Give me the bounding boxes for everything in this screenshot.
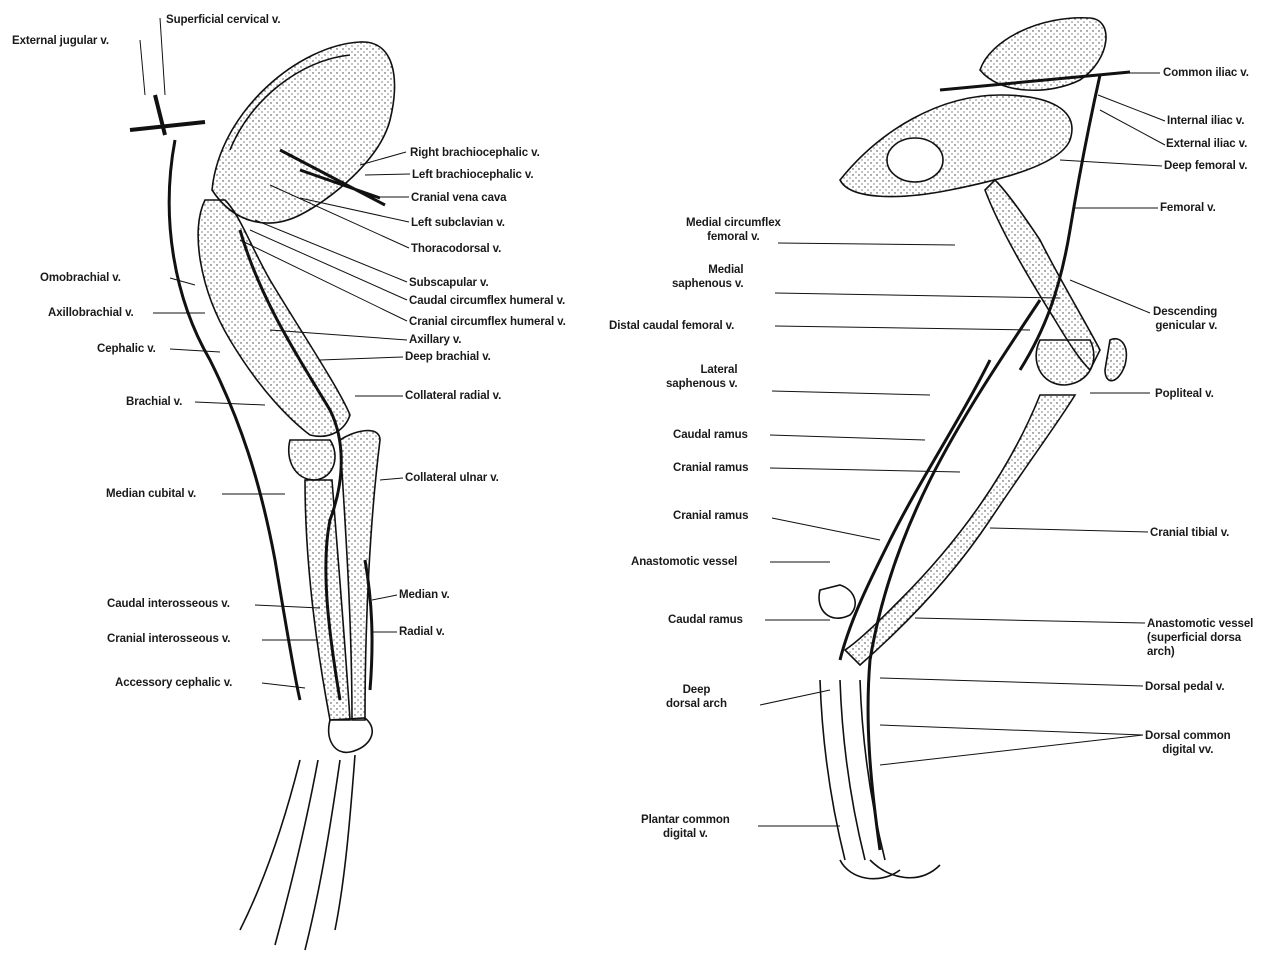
hindlimb-drawing xyxy=(819,18,1130,879)
label-caudal-circumflex-humeral-v: Caudal circumflex humeral v. xyxy=(409,294,565,308)
label-accessory-cephalic-v: Accessory cephalic v. xyxy=(115,676,232,690)
label-common-iliac-v: Common iliac v. xyxy=(1163,66,1249,80)
label-medial-circumflex-femoral-v: Medial circumflex femoral v. xyxy=(686,216,781,244)
label-cranial-tibial-v: Cranial tibial v. xyxy=(1150,526,1229,540)
label-medial-saphenous-v: Medial saphenous v. xyxy=(672,263,743,291)
label-axillary-v: Axillary v. xyxy=(409,333,461,347)
label-deep-brachial-v: Deep brachial v. xyxy=(405,350,491,364)
label-median-v: Median v. xyxy=(399,588,450,602)
label-caudal-ramus-upper: Caudal ramus xyxy=(673,428,748,442)
tibia xyxy=(845,395,1075,665)
carpus xyxy=(329,718,373,752)
label-popliteal-v: Popliteal v. xyxy=(1155,387,1214,401)
label-plantar-common-digital-v: Plantar common digital v. xyxy=(641,813,730,841)
humerus xyxy=(198,200,350,436)
label-subscapular-v: Subscapular v. xyxy=(409,276,489,290)
label-deep-dorsal-arch: Deep dorsal arch xyxy=(666,683,727,711)
label-left-subclavian-v: Left subclavian v. xyxy=(411,216,505,230)
metatarsus xyxy=(820,680,885,860)
label-caudal-interosseous-v: Caudal interosseous v. xyxy=(107,597,230,611)
label-cranial-ramus-lower: Cranial ramus xyxy=(673,509,748,523)
calcaneus xyxy=(819,585,855,618)
label-omobrachial-v: Omobrachial v. xyxy=(40,271,121,285)
label-right-brachiocephalic-v: Right brachiocephalic v. xyxy=(410,146,540,160)
pelvis xyxy=(840,95,1072,197)
obturator-foramen xyxy=(887,138,943,182)
label-cephalic-v: Cephalic v. xyxy=(97,342,156,356)
label-superficial-cervical-v: Superficial cervical v. xyxy=(166,13,280,27)
hindpaw xyxy=(840,860,940,879)
label-left-brachiocephalic-v: Left brachiocephalic v. xyxy=(412,168,533,182)
label-brachial-v: Brachial v. xyxy=(126,395,182,409)
label-collateral-radial-v: Collateral radial v. xyxy=(405,389,501,403)
medial-saphenous-vein xyxy=(868,300,1040,850)
stifle xyxy=(1036,340,1094,385)
label-lateral-saphenous-v: Lateral saphenous v. xyxy=(666,363,737,391)
label-cranial-interosseous-v: Cranial interosseous v. xyxy=(107,632,230,646)
patella xyxy=(1105,339,1126,381)
label-cranial-ramus-upper: Cranial ramus xyxy=(673,461,748,475)
olecranon xyxy=(289,440,335,480)
label-radial-v: Radial v. xyxy=(399,625,445,639)
label-descending-genicular-v: Descending genicular v. xyxy=(1153,305,1217,333)
jugular-vein xyxy=(130,95,205,135)
forepaw xyxy=(240,755,355,950)
label-femoral-v: Femoral v. xyxy=(1160,201,1216,215)
label-internal-iliac-v: Internal iliac v. xyxy=(1167,114,1244,128)
label-dorsal-common-digital-vv: Dorsal common digital vv. xyxy=(1145,729,1231,757)
label-collateral-ulnar-v: Collateral ulnar v. xyxy=(405,471,499,485)
label-dorsal-pedal-v: Dorsal pedal v. xyxy=(1145,680,1224,694)
label-caudal-ramus-lower: Caudal ramus xyxy=(668,613,743,627)
label-deep-femoral-v: Deep femoral v. xyxy=(1164,159,1247,173)
label-cranial-vena-cava: Cranial vena cava xyxy=(411,191,506,205)
label-axillobrachial-v: Axillobrachial v. xyxy=(48,306,134,320)
label-external-jugular-v: External jugular v. xyxy=(12,34,109,48)
label-median-cubital-v: Median cubital v. xyxy=(106,487,196,501)
label-distal-caudal-femoral-v: Distal caudal femoral v. xyxy=(609,319,734,333)
label-cranial-circumflex-humeral-v: Cranial circumflex humeral v. xyxy=(409,315,566,329)
label-anastomotic-vessel-superficial: Anastomotic vessel (superficial dorsa ar… xyxy=(1147,617,1253,659)
label-anastomotic-vessel: Anastomotic vessel xyxy=(631,555,737,569)
label-thoracodorsal-v: Thoracodorsal v. xyxy=(411,242,501,256)
label-external-iliac-v: External iliac v. xyxy=(1166,137,1247,151)
